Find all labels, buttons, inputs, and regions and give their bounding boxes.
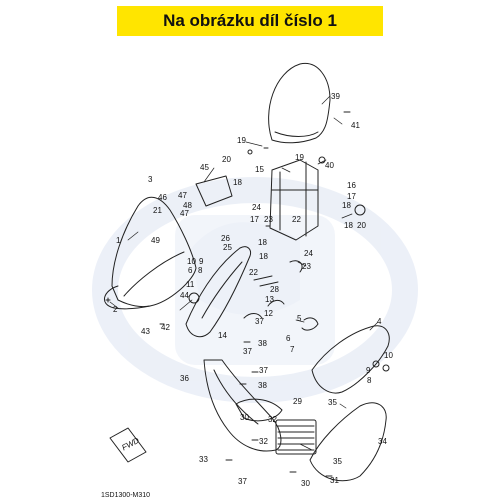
callout-19: 19 bbox=[237, 136, 246, 145]
callout-25: 25 bbox=[223, 243, 232, 252]
callout-30b: 30 bbox=[301, 479, 310, 488]
callout-12: 12 bbox=[264, 309, 273, 318]
callout-47b: 47 bbox=[180, 209, 189, 218]
callout-6b: 6 bbox=[286, 334, 291, 343]
center-bracket bbox=[269, 159, 319, 241]
callout-8: 8 bbox=[198, 266, 203, 275]
callout-2: 2 bbox=[113, 305, 118, 314]
callout-6: 6 bbox=[188, 266, 193, 275]
callout-10: 10 bbox=[187, 257, 196, 266]
callout-17b: 17 bbox=[250, 215, 259, 224]
callout-7: 7 bbox=[290, 345, 295, 354]
callout-24b: 24 bbox=[304, 249, 313, 258]
callout-37c: 37 bbox=[259, 366, 268, 375]
callout-13: 13 bbox=[265, 295, 274, 304]
callout-17: 17 bbox=[347, 192, 356, 201]
callout-24: 24 bbox=[252, 203, 261, 212]
callout-16: 16 bbox=[347, 181, 356, 190]
callout-38: 38 bbox=[258, 339, 267, 348]
title-banner: Na obrázku díl číslo 1 bbox=[117, 6, 383, 36]
callout-39: 39 bbox=[331, 92, 340, 101]
callout-43: 43 bbox=[141, 327, 150, 336]
callout-18d: 18 bbox=[258, 238, 267, 247]
callout-32: 32 bbox=[268, 415, 277, 424]
callout-42: 42 bbox=[161, 323, 170, 332]
callout-33: 33 bbox=[199, 455, 208, 464]
callout-44: 44 bbox=[180, 291, 189, 300]
callout-46: 46 bbox=[158, 193, 167, 202]
callout-35b: 35 bbox=[333, 457, 342, 466]
callout-34: 34 bbox=[378, 437, 387, 446]
callout-48: 48 bbox=[183, 201, 192, 210]
callout-20b: 20 bbox=[357, 221, 366, 230]
inner-left-panel bbox=[185, 246, 251, 338]
leader-lines bbox=[109, 95, 379, 451]
banner-text: Na obrázku díl číslo 1 bbox=[163, 11, 337, 30]
callout-49: 49 bbox=[151, 236, 160, 245]
callout-15: 15 bbox=[255, 165, 264, 174]
callout-9: 9 bbox=[199, 257, 204, 266]
fwd-arrow bbox=[109, 427, 147, 463]
watermark-logo bbox=[92, 177, 418, 403]
callout-32b: 32 bbox=[259, 437, 268, 446]
callout-22: 22 bbox=[292, 215, 301, 224]
callout-30: 30 bbox=[240, 413, 249, 422]
meter-cover bbox=[195, 175, 233, 207]
callout-35: 35 bbox=[328, 398, 337, 407]
callout-41: 41 bbox=[351, 121, 360, 130]
callout-5: 5 bbox=[297, 314, 302, 323]
callout-36: 36 bbox=[180, 374, 189, 383]
callout-18: 18 bbox=[233, 178, 242, 187]
callout-1: 1 bbox=[116, 236, 121, 245]
bolts bbox=[105, 111, 351, 477]
callout-10b: 10 bbox=[384, 351, 393, 360]
lower-cowl bbox=[309, 402, 387, 482]
callout-37d: 37 bbox=[238, 477, 247, 486]
callout-40: 40 bbox=[325, 161, 334, 170]
callout-19b: 19 bbox=[295, 153, 304, 162]
right-side-cover bbox=[311, 325, 390, 394]
callout-23b: 23 bbox=[302, 262, 311, 271]
callout-21: 21 bbox=[153, 206, 162, 215]
fwd-label: FWD bbox=[120, 436, 141, 453]
callout-37: 37 bbox=[255, 317, 264, 326]
callout-18b: 18 bbox=[342, 201, 351, 210]
callout-11: 11 bbox=[186, 280, 195, 289]
callout-4: 4 bbox=[377, 317, 382, 326]
windscreen-part bbox=[268, 62, 331, 144]
callout-47: 47 bbox=[178, 191, 187, 200]
callout-8b: 8 bbox=[367, 376, 372, 385]
callout-9b: 9 bbox=[366, 366, 371, 375]
callout-20: 20 bbox=[222, 155, 231, 164]
callout-31: 31 bbox=[330, 476, 339, 485]
callout-37b: 37 bbox=[243, 347, 252, 356]
callout-28: 28 bbox=[270, 285, 279, 294]
callout-26: 26 bbox=[221, 234, 230, 243]
callout-23: 23 bbox=[264, 215, 273, 224]
radiator-grille bbox=[275, 419, 317, 455]
callout-numbers: 39 41 19 19 20 40 45 15 3 18 16 47 46 17… bbox=[113, 92, 393, 488]
callout-18e: 18 bbox=[259, 252, 268, 261]
callout-3: 3 bbox=[148, 175, 153, 184]
callout-38b: 38 bbox=[258, 381, 267, 390]
callout-18c: 18 bbox=[344, 221, 353, 230]
drawing-code: 1SD1300-M310 bbox=[101, 492, 150, 499]
callout-22b: 22 bbox=[249, 268, 258, 277]
callout-45: 45 bbox=[200, 163, 209, 172]
callout-14: 14 bbox=[218, 331, 227, 340]
callout-29: 29 bbox=[293, 397, 302, 406]
